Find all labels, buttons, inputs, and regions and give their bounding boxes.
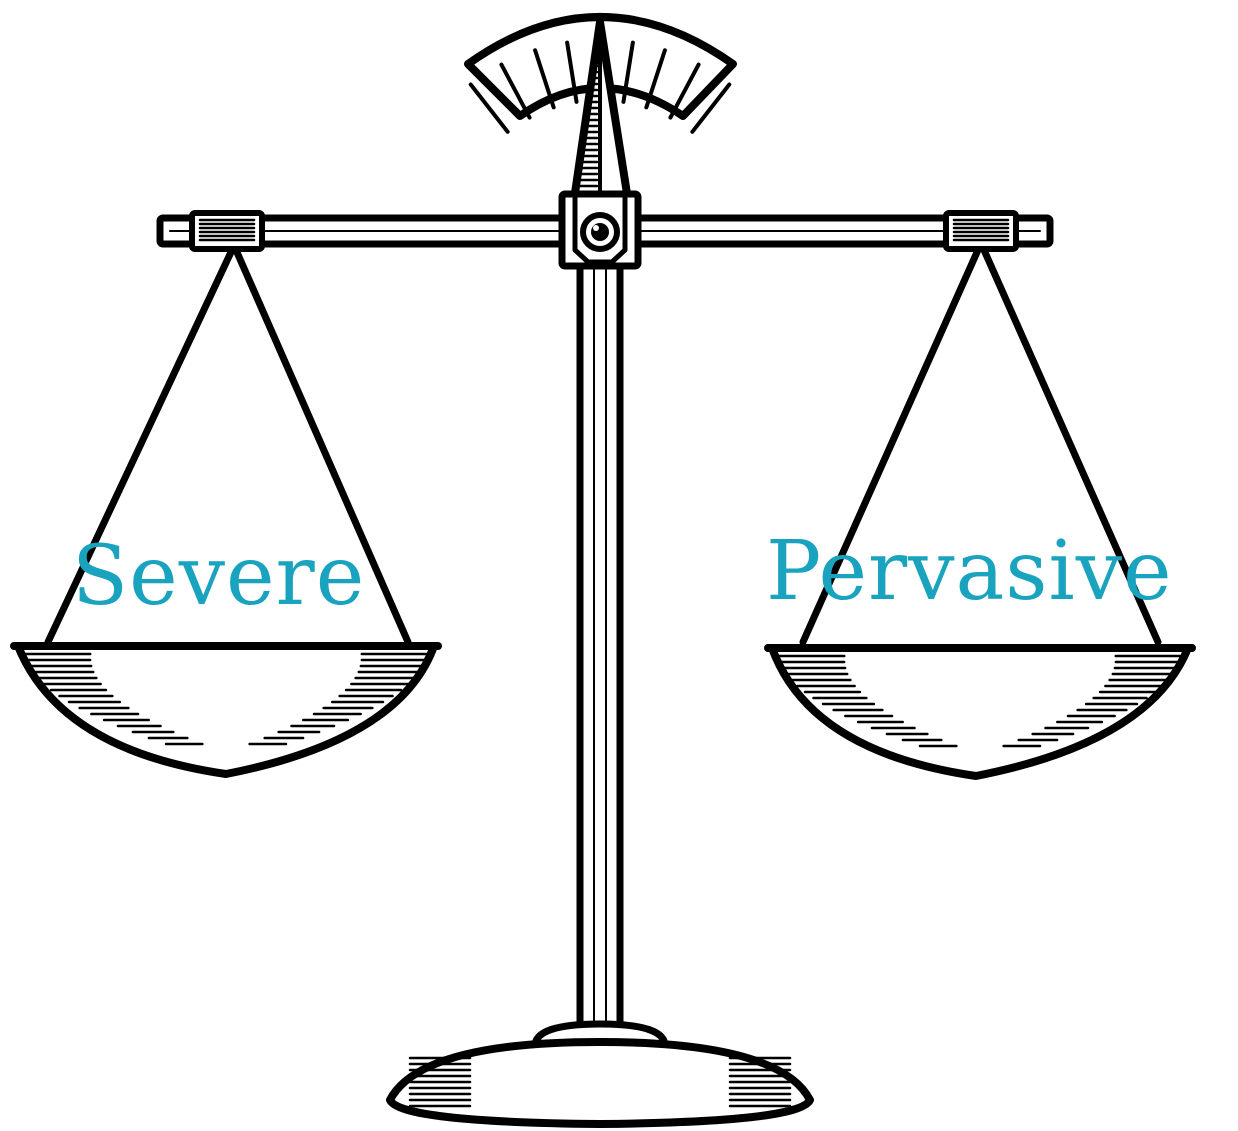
scale-base bbox=[390, 1024, 810, 1124]
left-collar bbox=[192, 213, 262, 249]
scale-stand bbox=[580, 266, 620, 1032]
left-pan-label: Severe bbox=[72, 536, 365, 618]
right-pan-label: Pervasive bbox=[766, 531, 1173, 613]
pivot-block bbox=[562, 194, 638, 266]
left-pan bbox=[14, 250, 438, 774]
right-collar bbox=[946, 213, 1016, 249]
right-pan bbox=[768, 250, 1192, 776]
